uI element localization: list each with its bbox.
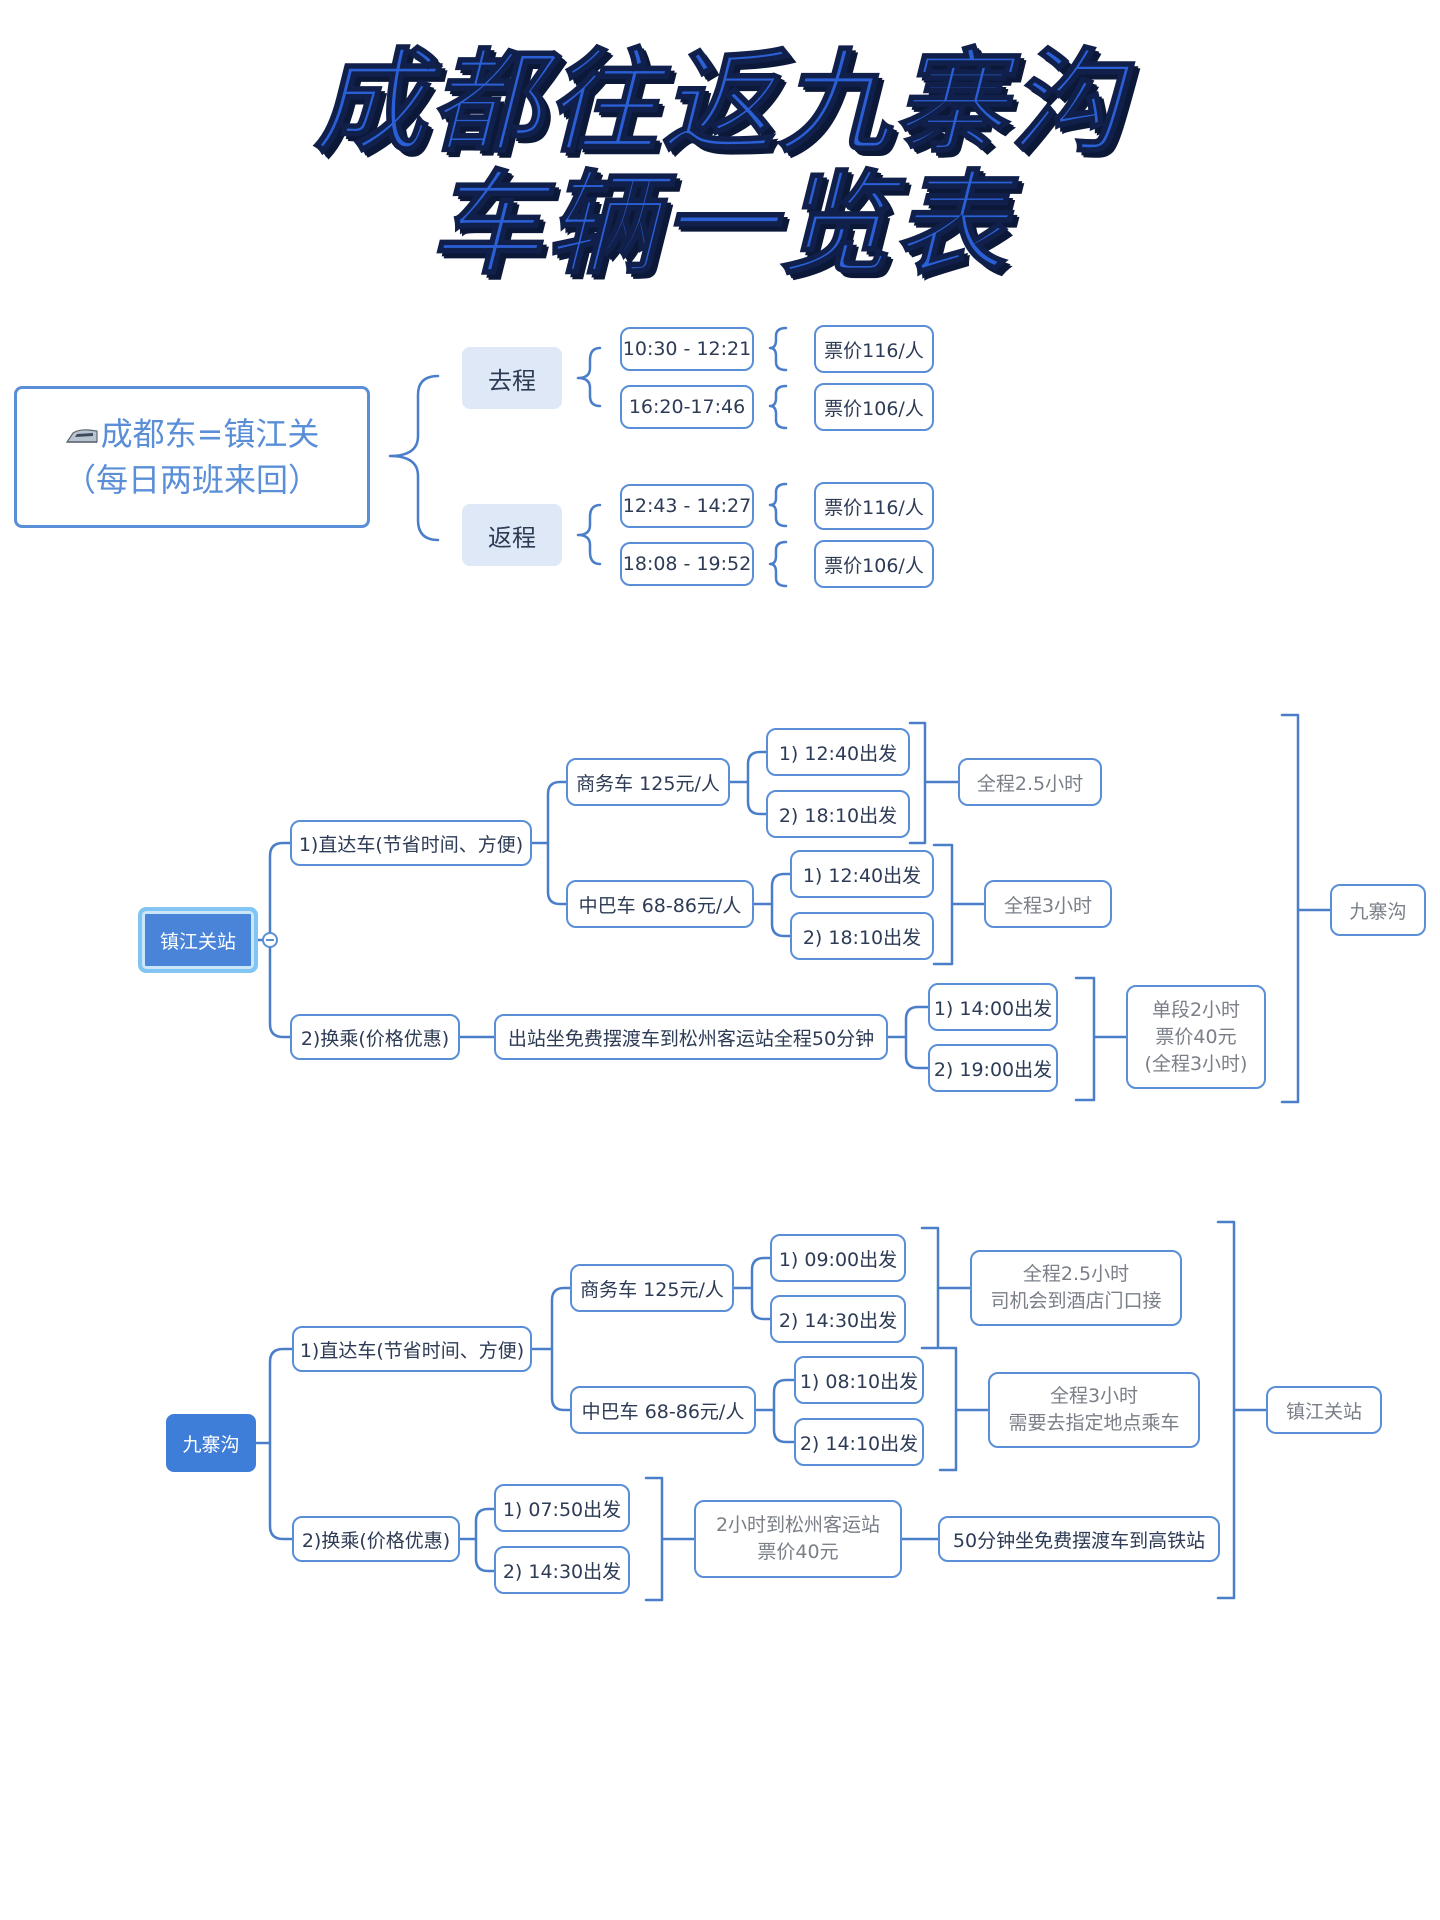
s2-transfer-note-3: (全程3小时) — [1144, 1052, 1248, 1075]
s3-business-note: 全程2.5小时 司机会到酒店门口接 — [970, 1250, 1182, 1326]
s3-minibus-note-2: 需要去指定地点乘车 — [1008, 1412, 1180, 1434]
s2-business-note: 全程2.5小时 — [958, 758, 1102, 806]
s2-transfer-note: 单段2小时 票价40元 (全程3小时) — [1126, 985, 1266, 1089]
s2-transfer-dep-1: 1) 14:00出发 — [928, 983, 1058, 1031]
s2-transfer: 2)换乘(价格优惠) — [290, 1014, 460, 1060]
train-icon — [65, 429, 98, 443]
s2-business: 商务车 125元/人 — [566, 758, 730, 806]
s3-minibus-dep-1: 1) 08:10出发 — [794, 1356, 924, 1404]
s3-root: 九寨沟 — [166, 1414, 256, 1472]
route-box: 成都东=镇江关 （每日两班来回） — [14, 386, 370, 528]
s3-shuttle: 50分钟坐免费摆渡车到高铁站 — [938, 1516, 1220, 1562]
brace-price-1 — [768, 326, 788, 372]
s2-destination: 九寨沟 — [1330, 884, 1426, 936]
brace-price-2 — [768, 384, 788, 430]
title-line-1: 成都往返九寨沟 — [313, 37, 1126, 169]
s2-root: 镇江关站 — [138, 907, 258, 973]
s3-minibus-dep-2: 2) 14:10出发 — [794, 1418, 924, 1466]
outbound-time-2: 16:20-17:46 — [620, 385, 754, 429]
route-line-2: （每日两班来回） — [63, 461, 320, 499]
s2-minibus: 中巴车 68-86元/人 — [566, 880, 754, 928]
brace-price-4 — [768, 540, 788, 588]
return-label: 返程 — [462, 504, 562, 566]
s3-minibus: 中巴车 68-86元/人 — [570, 1386, 756, 1434]
s3-transfer-note-1: 2小时到松州客运站 — [715, 1514, 881, 1536]
s3-business-dep-2: 2) 14:30出发 — [770, 1295, 906, 1343]
s2-direct: 1)直达车(节省时间、方便) — [290, 820, 532, 866]
s3-transfer-dep-1: 1) 07:50出发 — [494, 1484, 630, 1532]
s2-transfer-note-1: 单段2小时 — [1151, 998, 1241, 1021]
s3-business-note-1: 全程2.5小时 — [1022, 1263, 1130, 1285]
route-label: 成都东=镇江关 — [100, 415, 320, 453]
outbound-price-2: 票价106/人 — [814, 383, 934, 431]
s3-transfer-dep-2: 2) 14:30出发 — [494, 1546, 630, 1594]
s2-business-dep-1: 1) 12:40出发 — [766, 728, 910, 776]
outbound-time-1: 10:30 - 12:21 — [620, 327, 754, 371]
s2-shuttle: 出站坐免费摆渡车到松州客运站全程50分钟 — [494, 1014, 888, 1060]
brace-return — [576, 503, 602, 566]
s3-transfer-note-2: 票价40元 — [757, 1541, 839, 1563]
s2-minibus-dep-2: 2) 18:10出发 — [790, 912, 934, 960]
brace-price-3 — [768, 482, 788, 528]
s3-minibus-note: 全程3小时 需要去指定地点乘车 — [988, 1372, 1200, 1448]
s3-transfer-note: 2小时到松州客运站 票价40元 — [694, 1500, 902, 1578]
outbound-price-1: 票价116/人 — [814, 325, 934, 373]
s2-business-dep-2: 2) 18:10出发 — [766, 790, 910, 838]
return-price-2: 票价106/人 — [814, 540, 934, 588]
s3-destination: 镇江关站 — [1266, 1386, 1382, 1434]
return-time-1: 12:43 - 14:27 — [620, 484, 754, 528]
s2-transfer-dep-2: 2) 19:00出发 — [928, 1044, 1058, 1092]
s2-transfer-note-2: 票价40元 — [1155, 1025, 1237, 1048]
s2-minibus-note: 全程3小时 — [984, 880, 1112, 928]
route-line-1: 成都东=镇江关 — [65, 411, 320, 457]
brace-main — [388, 374, 440, 542]
s3-transfer: 2)换乘(价格优惠) — [292, 1516, 460, 1562]
collapse-icon[interactable] — [262, 932, 278, 948]
return-price-1: 票价116/人 — [814, 482, 934, 530]
s3-business: 商务车 125元/人 — [570, 1264, 734, 1312]
title-line-2: 车辆一览表 — [429, 159, 1010, 291]
s3-business-dep-1: 1) 09:00出发 — [770, 1234, 906, 1282]
s3-business-note-2: 司机会到酒店门口接 — [990, 1290, 1162, 1312]
return-time-2: 18:08 - 19:52 — [620, 542, 754, 586]
s2-minibus-dep-1: 1) 12:40出发 — [790, 850, 934, 898]
s3-minibus-note-1: 全程3小时 — [1049, 1385, 1139, 1407]
s3-direct: 1)直达车(节省时间、方便) — [292, 1326, 532, 1372]
brace-outbound — [576, 346, 602, 408]
outbound-label: 去程 — [462, 347, 562, 409]
